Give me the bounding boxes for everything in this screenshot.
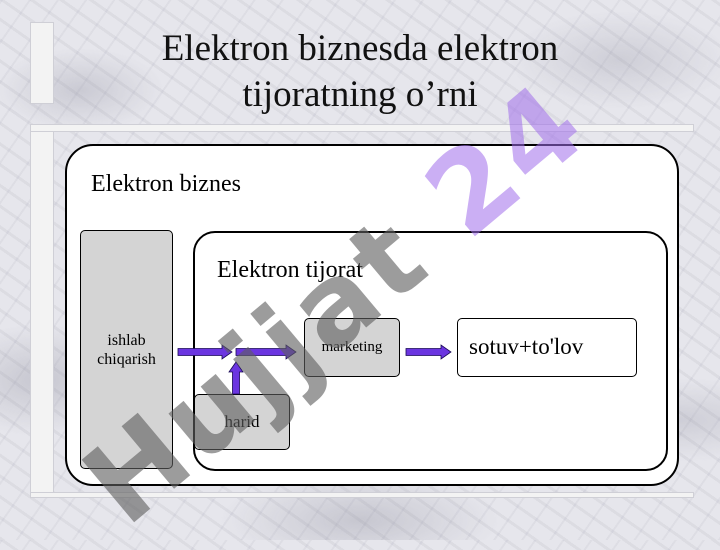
purchase-node-label: harid	[224, 412, 260, 431]
slide-title-line-1: Elektron biznesda elektron	[161, 28, 559, 69]
slide-frame-left-bar	[30, 22, 54, 104]
production-node: ishlab chiqarish	[80, 230, 173, 469]
marketing-node-label: marketing	[321, 339, 383, 355]
arrow-purchase-to-junction	[228, 361, 244, 395]
slide-frame-top-bar	[30, 124, 694, 132]
sales-payment-node-label: sotuv+to'lov	[469, 334, 584, 359]
slide-frame-bottom-bar	[30, 492, 694, 498]
arrow-junction-to-marketing	[235, 344, 297, 360]
arrow-production-to-junction	[177, 344, 233, 360]
marketing-node: marketing	[304, 318, 400, 377]
slide-title: Elektron biznesda elektron tijoratning o…	[0, 26, 720, 118]
production-node-label: ishlab chiqarish	[97, 331, 156, 368]
sales-payment-node: sotuv+to'lov	[457, 318, 637, 377]
electronic-business-label: Elektron biznes	[91, 171, 241, 197]
slide-title-line-2: tijoratning o’rni	[242, 74, 478, 115]
slide-frame-left-bar-lower	[30, 126, 54, 498]
arrow-marketing-to-sales	[405, 344, 452, 360]
electronic-commerce-label: Elektron tijorat	[217, 257, 363, 283]
purchase-node: harid	[194, 394, 290, 450]
